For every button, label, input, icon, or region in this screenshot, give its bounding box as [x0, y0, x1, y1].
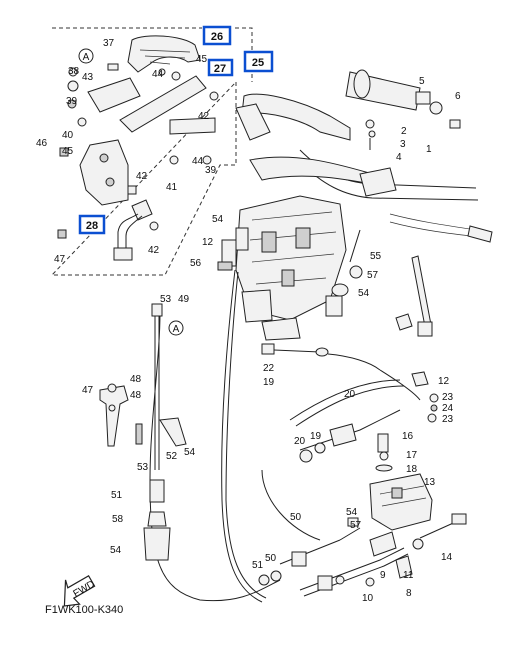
callout-18: 20: [344, 389, 356, 400]
callout-54: 58: [112, 514, 124, 525]
callout-35: 43: [82, 72, 94, 83]
callout-5: 5: [419, 76, 425, 87]
callout-29: 37: [103, 38, 115, 49]
callout-46: 51: [111, 490, 123, 501]
callout-11: 11: [403, 570, 414, 581]
callout-31: 40: [62, 130, 74, 141]
callout-19: 19: [310, 431, 322, 442]
svg-text:FWD: FWD: [72, 579, 97, 600]
steering-column: [217, 195, 433, 371]
callout-14: 14: [441, 552, 453, 563]
callout-42: 50: [290, 512, 302, 523]
callout-38: 47: [54, 254, 66, 265]
svg-text:28: 28: [86, 220, 98, 232]
svg-text:26: 26: [211, 31, 223, 43]
callout-24: 24: [442, 403, 454, 414]
callout-4: 4: [396, 152, 402, 163]
callout-36: 45: [196, 54, 208, 65]
callout-labels: 37 38 43 39 44 45 42 40 46 45 42 41 44 3…: [36, 38, 461, 604]
callout-35: 44: [192, 156, 204, 167]
callout-43: 50: [265, 553, 277, 564]
callout-33: 42: [136, 171, 148, 182]
diagram-code: F1WK100-K340: [45, 604, 123, 616]
callout-6: 6: [455, 91, 461, 102]
callout-3: 3: [400, 139, 406, 150]
callout-50: 54: [110, 545, 122, 556]
callout-8: 8: [406, 588, 412, 599]
callout-9: 9: [380, 570, 386, 581]
callout-40: 48: [130, 374, 142, 385]
callout-49: 54: [184, 447, 196, 458]
svg-text:25: 25: [252, 57, 264, 69]
callout-51: 54: [212, 214, 224, 225]
callout-45: 54: [346, 507, 358, 518]
callout-48: 53: [137, 462, 149, 473]
svg-text:27: 27: [214, 63, 226, 75]
callout-17: 18: [406, 464, 418, 475]
callout-54: 57: [350, 520, 362, 531]
callout-41: 48: [130, 390, 142, 401]
marker-a-lower: A: [168, 320, 184, 336]
callout-35: 45: [62, 146, 74, 157]
callout-22: 22: [263, 363, 275, 374]
callout-37: 46: [36, 138, 48, 149]
callout-12: 12: [438, 376, 450, 387]
callout-35: 44: [152, 69, 164, 80]
highlight-26[interactable]: 26: [202, 25, 232, 46]
callout-13: 13: [424, 477, 436, 488]
callout-16: 17: [406, 450, 418, 461]
callout-42: 49: [178, 294, 190, 305]
callout-32: 42: [198, 111, 210, 122]
lower-right-assembly: [258, 371, 467, 597]
callout-54: 57: [367, 270, 379, 281]
highlight-28[interactable]: 28: [78, 214, 106, 235]
callout-23: 23: [442, 414, 454, 425]
svg-text:A: A: [83, 52, 90, 63]
callout-10: 10: [362, 593, 374, 604]
callout-2: 2: [401, 126, 407, 137]
callout-30: 38: [68, 66, 80, 77]
callout-23: 23: [442, 392, 454, 403]
marker-a-upper: A: [78, 48, 94, 64]
left-cable-assembly: [99, 303, 187, 561]
callout-12: 12: [202, 237, 214, 248]
callout-44: 51: [252, 560, 264, 571]
svg-text:A: A: [173, 324, 180, 335]
callout-31: 41: [166, 182, 178, 193]
callout-18: 19: [263, 377, 275, 388]
callout-54: 56: [190, 258, 202, 269]
callout-20: 20: [294, 436, 306, 447]
callout-1: 1: [426, 144, 432, 155]
callout-30: 39: [205, 165, 217, 176]
callout-34: 42: [148, 245, 160, 256]
callout-52: 54: [358, 288, 370, 299]
callout-47: 52: [166, 451, 178, 462]
callout-53: 55: [370, 251, 382, 262]
callout-45: 53: [160, 294, 172, 305]
callout-15: 16: [402, 431, 414, 442]
callout-39: 47: [82, 385, 94, 396]
handlebar-assembly: [235, 69, 493, 243]
highlight-27[interactable]: 27: [207, 58, 234, 77]
inset-assembly: [57, 35, 219, 261]
callout-30: 39: [66, 96, 78, 107]
highlight-25[interactable]: 25: [243, 50, 274, 73]
